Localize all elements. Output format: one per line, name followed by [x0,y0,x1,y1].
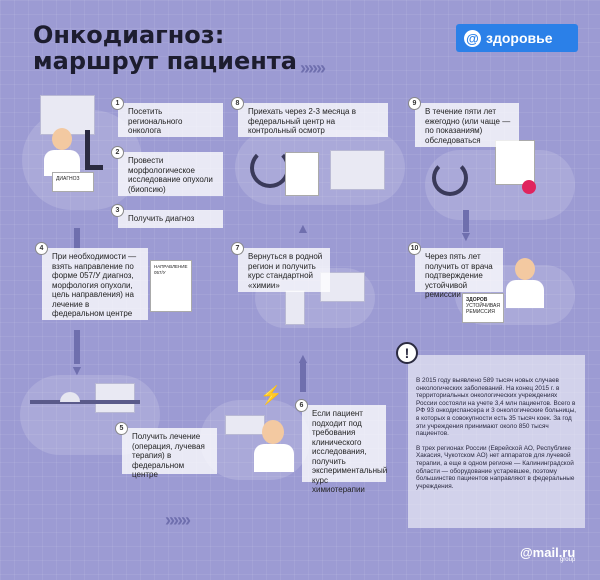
microscope-icon [85,130,103,170]
stethoscope-icon [432,160,468,196]
step-1-number: 1 [111,97,124,110]
info-paragraph: В 2015 году выявлено 589 тысяч новых слу… [416,377,577,438]
arrow-up-line [300,362,306,392]
step-9-number: 9 [408,97,421,110]
mailru-logo[interactable]: @mail.ru group [520,545,576,563]
step-3-box: Получить диагноз [118,210,223,228]
chemo-drip-icon [285,290,305,325]
step-8-box: Приехать через 2-3 месяца в федеральный … [238,103,388,137]
arrow-down [74,228,80,250]
exclamation-icon: ! [396,342,418,364]
page-title: Онкодиагноз: маршрут пациента [33,21,297,75]
step-7-box: Вернуться в родной регион и получить кур… [238,248,330,292]
check-badge-icon [522,180,536,194]
operating-table-icon [30,400,140,430]
surgical-lamp-icon [60,392,80,402]
step-10-number: 10 [408,242,421,255]
step-1-box: Посетить регионального онколога [118,103,223,137]
arrow-down-head: ▼ [459,228,473,244]
doctor-icon [515,258,535,280]
step-9-box: В течение пяти лет ежегодно (или чаще — … [415,103,519,147]
lightning-icon: ⚡ [260,385,283,405]
doctor-coat [506,280,544,308]
remission-certificate-icon: ЗДОРОВ УСТОЙЧИВАЯ РЕМИССИЯ [462,293,504,323]
brand-badge[interactable]: @ здоровье [456,24,578,52]
referral-form-icon: НАПРАВЛЕНИЕ 057/У [150,260,192,312]
diagnosis-paper-icon: ДИАГНОЗ [52,172,94,192]
step-2-box: Провести морфологическое исследование оп… [118,152,223,196]
step-6-box: Если пациент подходит под требования кли… [302,405,387,494]
step-2-number: 2 [111,146,124,159]
step-8-number: 8 [231,97,244,110]
arrow-down [74,330,80,364]
stethoscope-icon [250,148,290,188]
at-icon: @ [464,29,481,47]
clipboard-icon [285,152,319,196]
arrow-down-head: ▼ [70,362,84,378]
hospital-building-icon [330,150,385,190]
arrow-right: ›››››› [165,510,191,530]
arrow-up: ▲ [296,220,310,236]
lab-equipment-icon [225,415,265,435]
info-paragraph: В трех регионах России (Еврейской АО, Ре… [416,444,575,490]
step-5-number: 5 [115,422,128,435]
arrow-right: ›››››› [300,58,326,78]
doctor-icon [52,128,72,150]
doctor-coat [254,444,294,472]
step-4-number: 4 [35,242,48,255]
step-5-box: Получить лечение (операция, лучевая тера… [122,428,217,479]
info-panel: В 2015 году выявлено 589 тысяч новых слу… [408,355,585,528]
step-4-box: При необходимости — взять направление по… [42,248,148,320]
brand-label: здоровье [486,30,553,46]
arrow-down [463,210,469,232]
step-7-number: 7 [231,242,244,255]
doctor-icon [262,420,284,444]
hospital-building-icon [95,383,135,413]
step-6-number: 6 [295,399,308,412]
arrow-up: ▲ [296,350,310,366]
doctor-coat [44,150,80,176]
step-3-number: 3 [111,204,124,217]
step-10-box: Через пять лет получить от врача подтвер… [415,248,503,299]
